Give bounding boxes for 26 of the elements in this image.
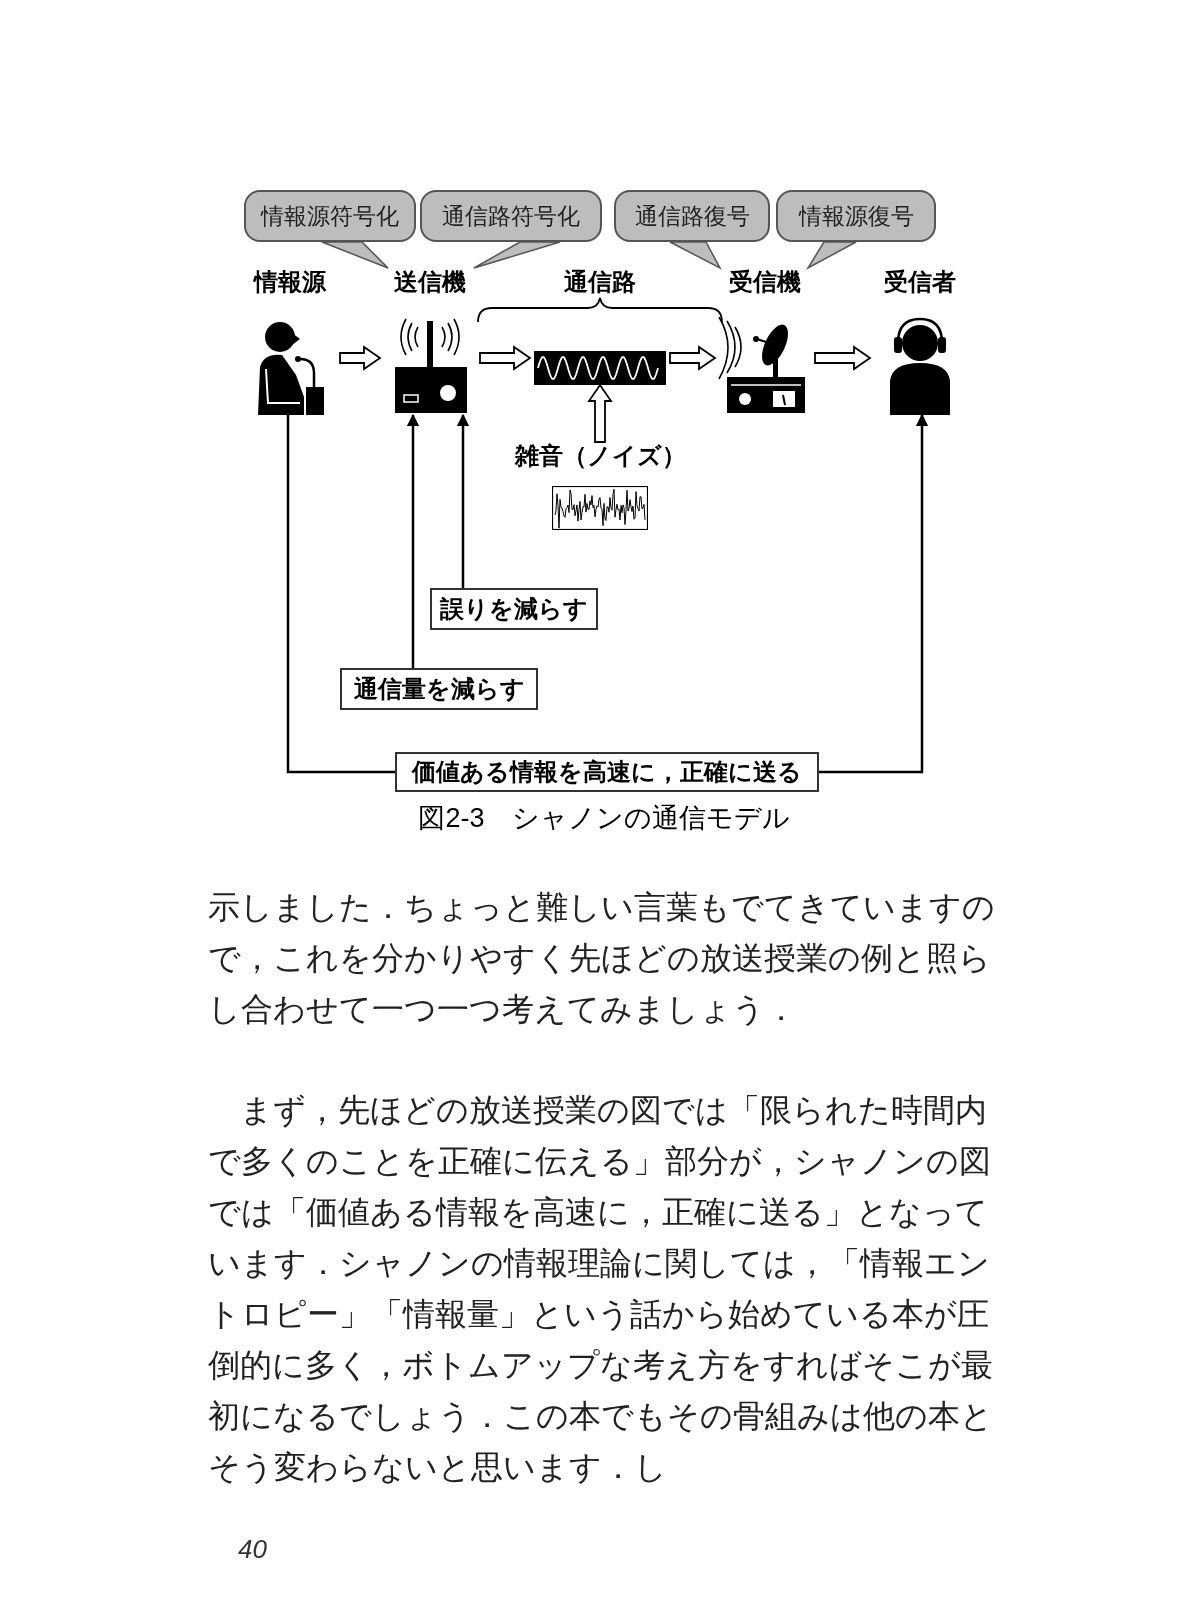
figure-caption: 図2-3 シャノンの通信モデル — [417, 802, 790, 835]
hollow-arrow — [669, 345, 717, 371]
body-paragraph: 示しました．ちょっと難しい言葉もでてきていますので，これを分かりやすく先ほどの放送授業の例と照らし合わせて一つ一つ考えてみましょう． — [208, 887, 996, 1030]
callout-tail — [321, 241, 389, 269]
hollow-arrow — [479, 345, 532, 371]
hollow-arrow — [339, 345, 382, 371]
text-box: 通信量を減らす — [340, 668, 538, 710]
callout-tail — [805, 241, 857, 270]
page-number: 40 — [238, 1533, 267, 1566]
arrow — [456, 413, 470, 588]
arrow — [819, 413, 929, 774]
text-box: 価値ある情報を高速に，正確に送る — [395, 752, 819, 792]
callout-tail — [473, 241, 561, 269]
hollow-arrow — [587, 383, 613, 443]
device-label: 情報源 — [254, 268, 326, 296]
callout-tail — [669, 241, 722, 270]
hollow-arrow — [814, 345, 872, 371]
device-label: 受信者 — [884, 268, 956, 296]
connector-line — [286, 415, 395, 774]
device-label: 受信機 — [729, 268, 801, 296]
body-paragraph: まず，先ほどの放送授業の図では「限られた時間内で多くのことを正確に伝える」部分が，シャノンの図では「価値ある情報を高速に，正確に送る」となっています．シャノンの情報理論に関しては，「情報エントロピー」「情報量」という話から始めている本が圧倒的に多く，ボトムアップな考え方をすればそこが最初になるでしょう．この本でもその骨組みは他の本とそう変わらないと思います．し — [208, 1090, 994, 1488]
noise-label: 雑音（ノイズ） — [514, 442, 686, 470]
device-label: 送信機 — [394, 268, 466, 296]
text-box: 誤りを減らす — [430, 588, 598, 630]
arrow — [406, 413, 420, 668]
channel-label: 通信路 — [564, 268, 636, 296]
